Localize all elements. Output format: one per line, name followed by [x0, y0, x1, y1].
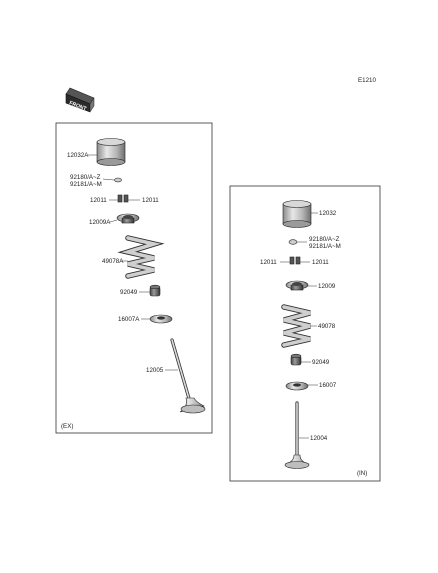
label-seal: 92049: [120, 289, 138, 296]
label-keeper-right: 12011: [142, 197, 159, 204]
label-spring: 49078: [318, 323, 336, 330]
shim-part: [288, 239, 298, 245]
exhaust-tag: (EX): [61, 423, 73, 430]
front-arrow-icon: FRONT: [65, 87, 95, 113]
spring-part: [117, 235, 165, 279]
label-seat: 16007A: [118, 316, 140, 323]
intake-frame: [229, 185, 381, 482]
intake-panel: 12032 92180/A~Z 92181/A~M 12011 12011 12…: [229, 185, 381, 482]
retainer-part: [116, 213, 140, 224]
exhaust-panel: 12032A 92180/A~Z 92181/A~M 12011 12011 1…: [55, 122, 213, 434]
label-shim-a: 92180/A~Z: [70, 174, 101, 181]
tappet-part: [282, 200, 312, 228]
valve-part: [284, 401, 310, 469]
keeper-part: [117, 194, 129, 203]
label-keeper-right: 12011: [312, 259, 329, 266]
label-valve: 12004: [310, 435, 328, 442]
seal-part: [149, 284, 161, 297]
retainer-part: [285, 280, 309, 291]
label-valve: 12005: [146, 367, 164, 374]
label-tappet: 12032A: [67, 152, 89, 159]
keeper-part: [289, 256, 301, 265]
intake-tag: (IN): [357, 470, 367, 477]
label-keeper-left: 12011: [260, 259, 277, 266]
seat-part: [285, 381, 309, 391]
tappet-part: [96, 138, 126, 166]
label-shim-b: 92181/A~M: [309, 243, 341, 250]
seat-part: [149, 314, 173, 324]
label-seal: 92049: [312, 359, 330, 366]
diagram-code: E1210: [358, 77, 376, 84]
label-seat: 16007: [319, 382, 337, 389]
shim-part: [114, 177, 122, 183]
exhaust-frame: [55, 122, 213, 434]
seal-part: [290, 353, 302, 366]
spring-part: [281, 304, 311, 348]
label-tappet: 12032: [319, 210, 337, 217]
label-retainer: 12009: [318, 283, 336, 290]
label-shim-b: 92181/A~M: [70, 181, 102, 188]
label-retainer: 12009A: [89, 219, 111, 226]
label-shim-a: 92180/A~Z: [309, 236, 340, 243]
label-keeper-left: 12011: [90, 197, 107, 204]
label-spring: 49078A: [102, 258, 124, 265]
valve-part: [170, 338, 206, 414]
